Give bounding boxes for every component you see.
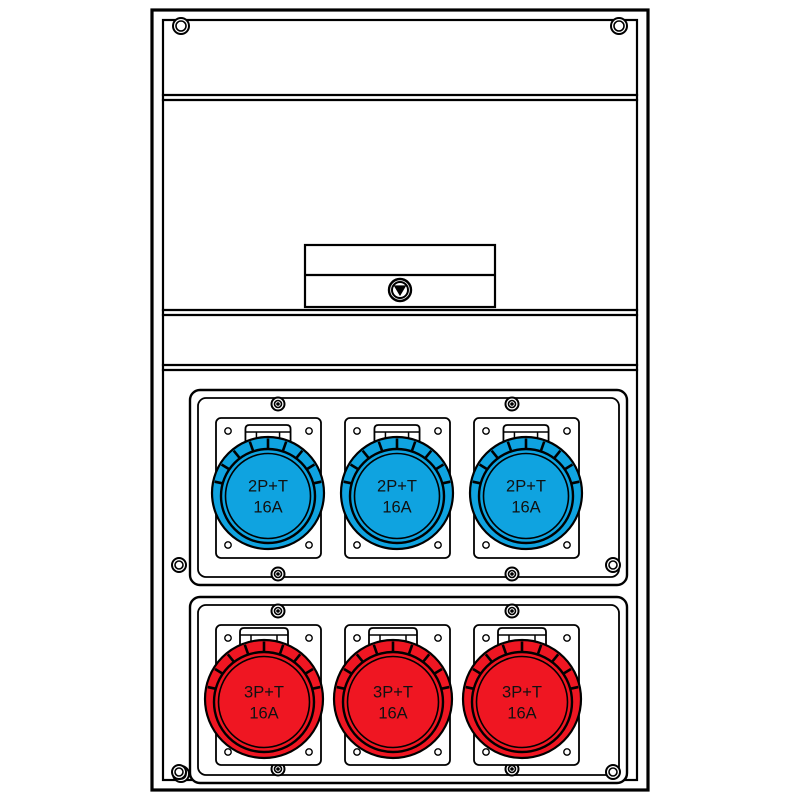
socket-blue-1[interactable]: 2P+T 16A [210,417,326,559]
socket-panel-lower-panel-screw-lower-left-center-dot [276,767,280,771]
socket-red-3[interactable]: 3P+T 16A [461,624,583,766]
socket-blue-1-face-inner-ring [224,452,312,540]
socket-blue-3[interactable]: 2P+T 16A [468,417,584,559]
socket-blue-1-type-label: 2P+T [248,477,288,495]
screw-top-right[interactable] [610,17,628,35]
socket-blue-1-plate-hole-3 [224,541,232,549]
socket-blue-1-plate-hole-1 [224,427,232,435]
socket-red-3-plate-hole-1 [482,634,490,642]
socket-panel-lower-panel-screw-lower-right-center-dot [510,767,514,771]
triangular-key-lock[interactable] [387,277,413,303]
socket-blue-2-plate-hole-4 [434,541,442,549]
socket-red-1-type-label: 3P+T [244,683,284,701]
screw-top-left-inner-ring [175,20,187,32]
socket-blue-3-amp-label: 16A [511,498,540,516]
socket-panel-upper-side-screw-left-inner-ring [174,560,184,570]
socket-red-2-plate-hole-4 [434,748,442,756]
socket-blue-3-face-disc [477,447,575,545]
socket-panel-lower-side-screw-left-inner-ring [174,767,184,777]
socket-red-2-face-inner-ring [346,655,440,749]
socket-red-1-plate-hole-1 [224,634,232,642]
socket-red-2[interactable]: 3P+T 16A [332,624,454,766]
socket-red-2-type-label: 3P+T [373,683,413,701]
socket-red-2-plate-hole-3 [353,748,361,756]
socket-panel-upper-side-screw-right-inner-ring [608,560,618,570]
socket-blue-1-amp-label: 16A [253,498,282,516]
socket-panel-lower-panel-screw-upper-left[interactable] [270,603,286,619]
socket-red-3-face-disc [470,650,574,754]
socket-blue-2-plate-hole-2 [434,427,442,435]
socket-panel-lower-side-screw-right-inner-ring [608,767,618,777]
socket-red-1[interactable]: 3P+T 16A [203,624,325,766]
socket-panel-lower-panel-screw-upper-right-center-dot [510,609,514,613]
socket-panel-upper-panel-screw-lower-left[interactable] [270,566,286,582]
sockets-group: 2P+T 16A 2P+T 16A 2P+T 16A 3P+T 16A 3P+T 16A 3P+T 1… [203,417,584,766]
screw-top-left[interactable] [172,17,190,35]
socket-red-3-plate-hole-3 [482,748,490,756]
socket-blue-2-face-disc [348,447,446,545]
socket-red-1-plate-hole-2 [305,634,313,642]
socket-panel-upper-panel-screw-upper-left-center-dot [276,402,280,406]
socket-panel-lower-side-screw-left[interactable] [171,764,187,780]
socket-red-1-face-disc [212,650,316,754]
socket-panel-upper-side-screw-right[interactable] [605,557,621,573]
socket-blue-2[interactable]: 2P+T 16A [339,417,455,559]
socket-blue-3-type-label: 2P+T [506,477,546,495]
socket-panel-lower-side-screw-right[interactable] [605,764,621,780]
socket-panel-upper-panel-screw-upper-right[interactable] [504,396,520,412]
socket-blue-2-plate-hole-1 [353,427,361,435]
socket-blue-2-amp-label: 16A [382,498,411,516]
socket-blue-3-plate-hole-2 [563,427,571,435]
socket-red-1-plate-hole-4 [305,748,313,756]
socket-blue-2-type-label: 2P+T [377,477,417,495]
socket-red-3-type-label: 3P+T [502,683,542,701]
socket-panel-upper-panel-screw-lower-right-center-dot [510,572,514,576]
socket-red-2-face-disc [341,650,445,754]
socket-red-2-plate-hole-1 [353,634,361,642]
socket-panel-lower-panel-screw-upper-right[interactable] [504,603,520,619]
socket-blue-1-face-disc [219,447,317,545]
socket-panel-lower-panel-screw-upper-left-center-dot [276,609,280,613]
socket-red-1-face-inner-ring [217,655,311,749]
lock-triangle-insert [393,285,407,297]
socket-blue-2-plate-hole-3 [353,541,361,549]
socket-blue-1-plate-hole-4 [305,541,313,549]
socket-panel-upper-side-screw-left[interactable] [171,557,187,573]
socket-panel-upper-panel-screw-upper-left[interactable] [270,396,286,412]
socket-red-2-plate-hole-2 [434,634,442,642]
socket-blue-2-face-inner-ring [353,452,441,540]
socket-red-1-plate-hole-3 [224,748,232,756]
socket-blue-1-plate-hole-2 [305,427,313,435]
socket-blue-3-plate-hole-3 [482,541,490,549]
socket-red-1-amp-label: 16A [249,704,278,722]
socket-red-3-face-inner-ring [475,655,569,749]
socket-panel-upper-panel-screw-lower-left-center-dot [276,572,280,576]
socket-red-3-plate-hole-2 [563,634,571,642]
socket-red-3-amp-label: 16A [507,704,536,722]
socket-red-2-amp-label: 16A [378,704,407,722]
socket-red-3-plate-hole-4 [563,748,571,756]
socket-blue-3-plate-hole-4 [563,541,571,549]
screw-top-right-inner-ring [613,20,625,32]
socket-blue-3-face-inner-ring [482,452,570,540]
socket-panel-upper-panel-screw-upper-right-center-dot [510,402,514,406]
door-latch-assembly[interactable] [303,243,497,309]
socket-blue-3-plate-hole-1 [482,427,490,435]
socket-panel-upper-panel-screw-lower-right[interactable] [504,566,520,582]
